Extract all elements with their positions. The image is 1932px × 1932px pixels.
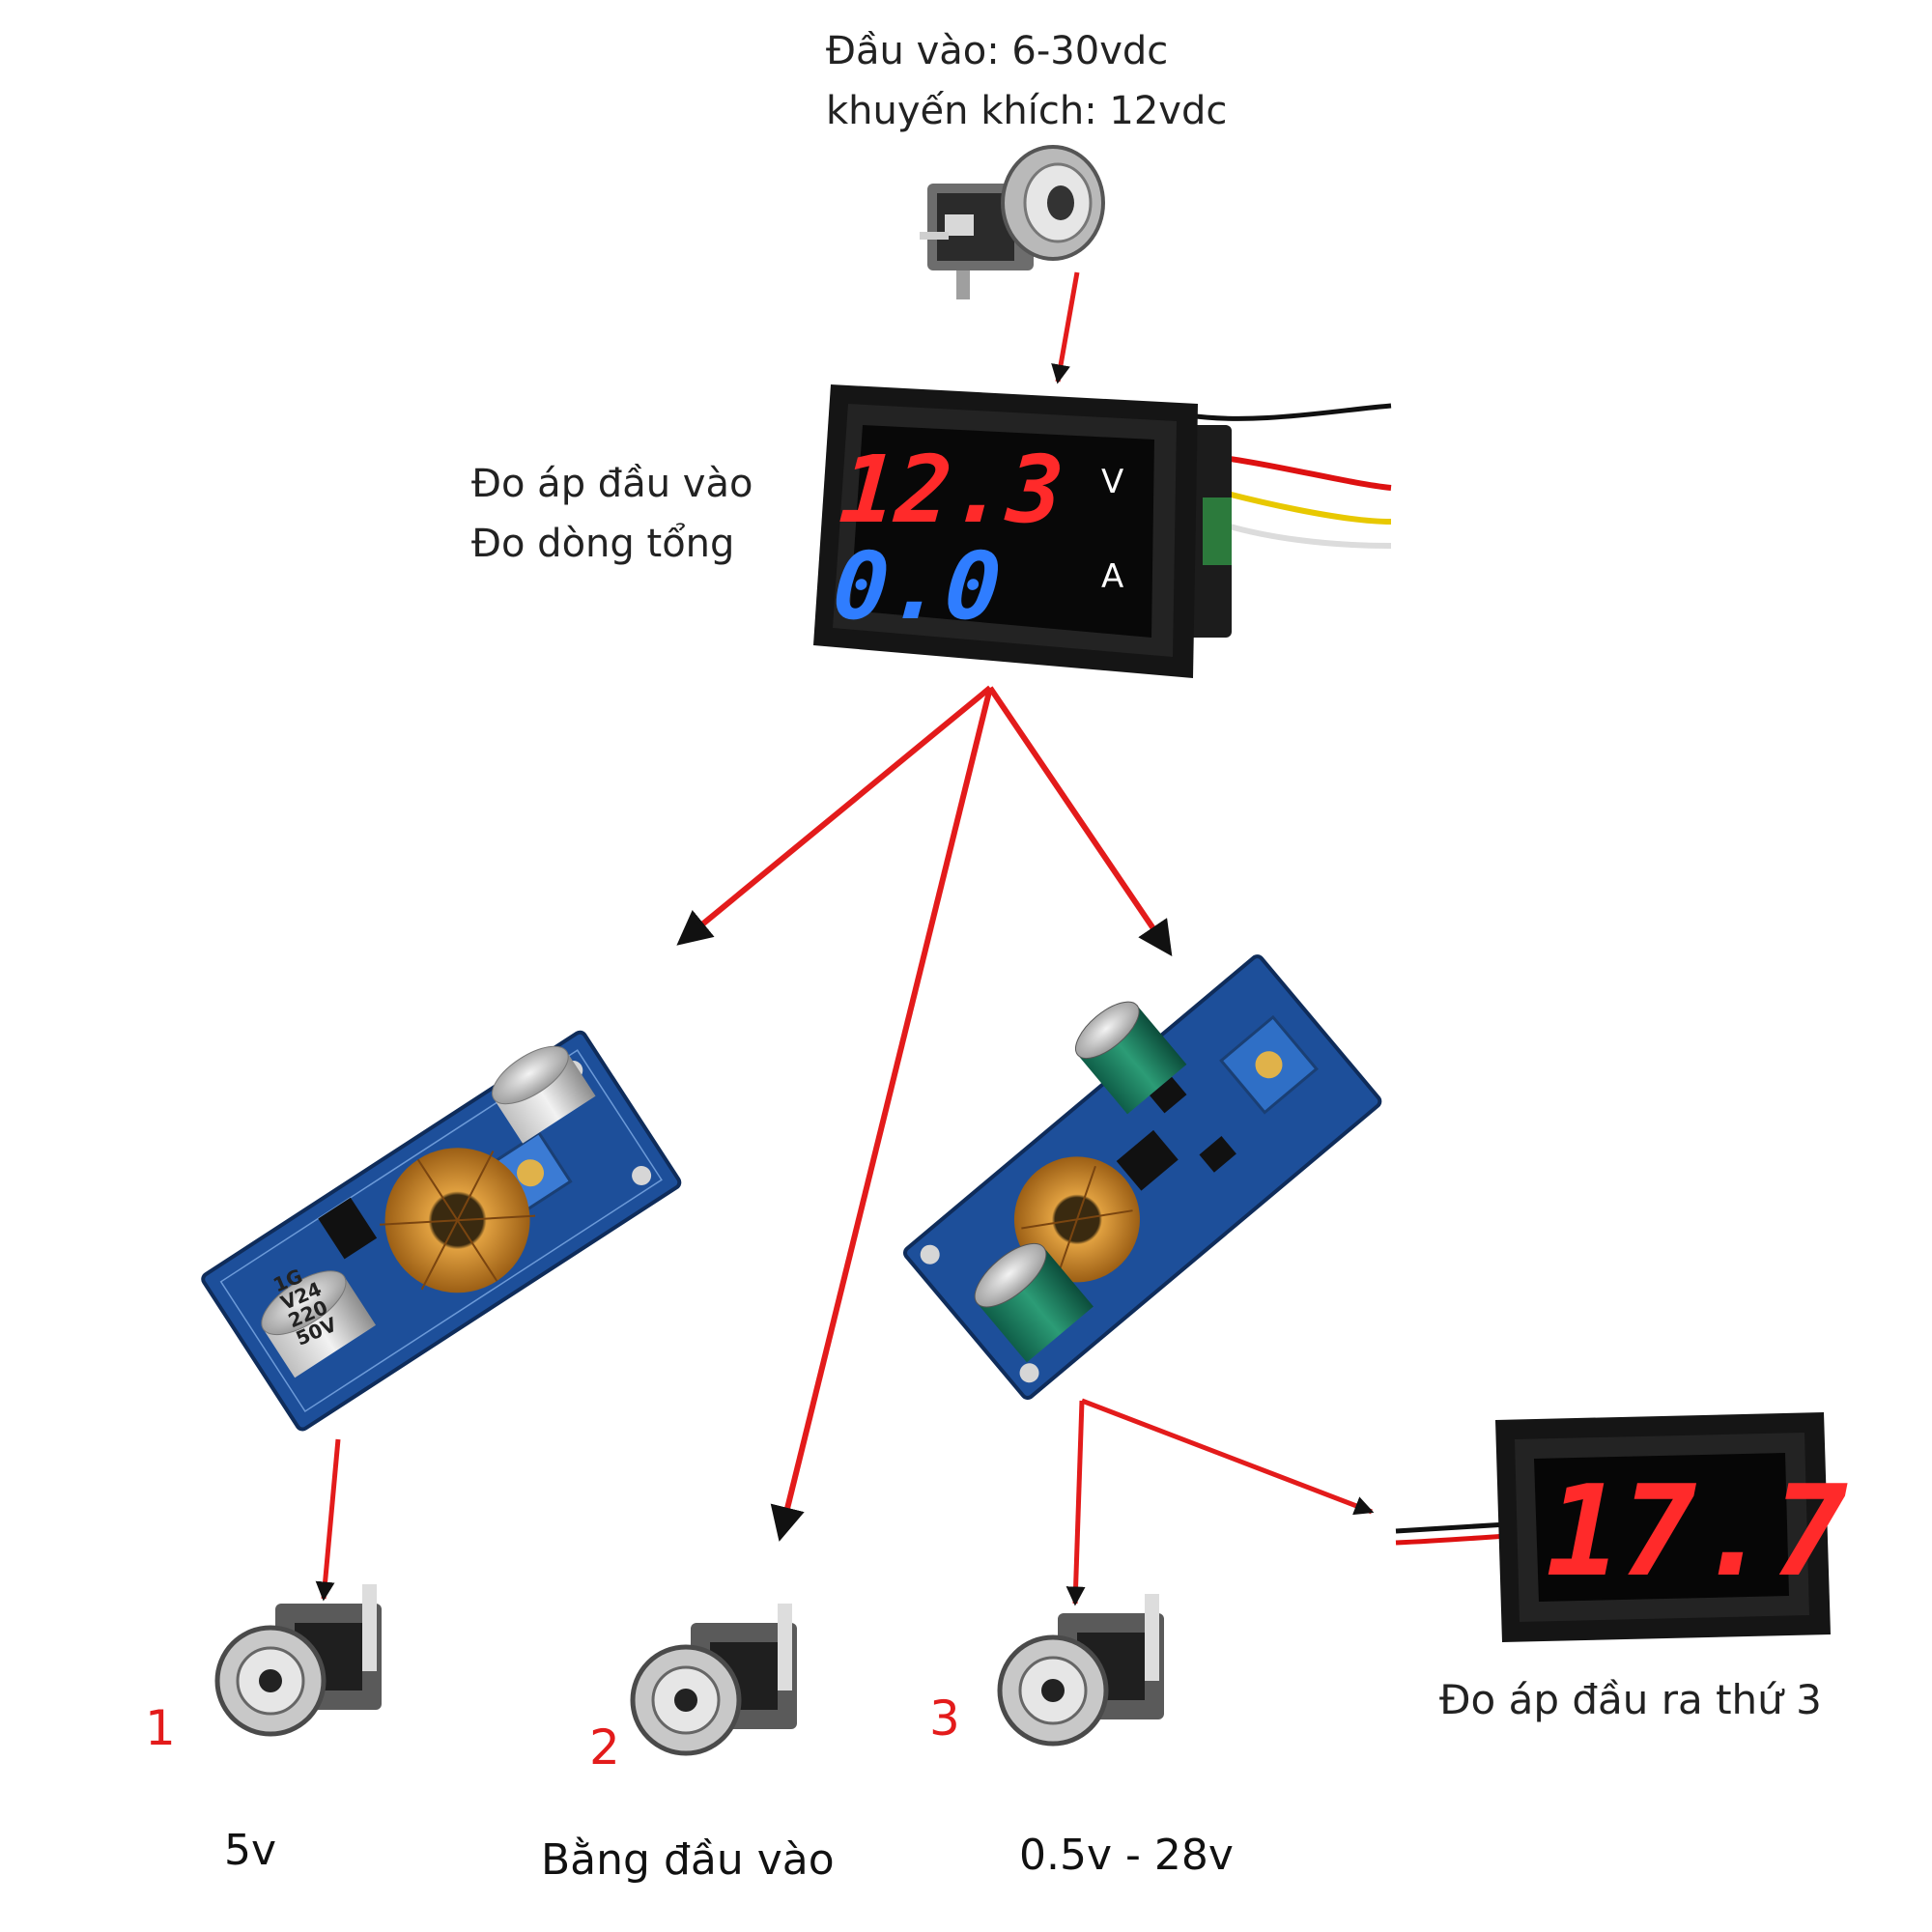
arrow-to-jack-1 xyxy=(324,1439,338,1599)
output-jack-2 xyxy=(633,1604,797,1753)
meter-voltage-display: 12.3 xyxy=(837,436,1067,544)
meter-current-display: 0.0 xyxy=(830,532,1005,640)
output-voltmeter: 17.7 xyxy=(1396,1412,1848,1642)
buck-converter-adjustable xyxy=(867,911,1382,1400)
output-jack-3 xyxy=(1000,1594,1164,1744)
buck-converter-5v: 1G V24 220 50V xyxy=(195,1022,681,1432)
arrow-jack-to-meter xyxy=(1058,272,1077,382)
meter-voltage-unit: V xyxy=(1101,463,1123,501)
dual-meter: 12.3 0.0 V A xyxy=(813,384,1391,678)
meter-current-unit: A xyxy=(1101,557,1123,596)
buck2-output-arrows xyxy=(1075,1401,1372,1604)
output-jack-1 xyxy=(217,1584,382,1734)
voltmeter-display: 17.7 xyxy=(1546,1458,1848,1605)
